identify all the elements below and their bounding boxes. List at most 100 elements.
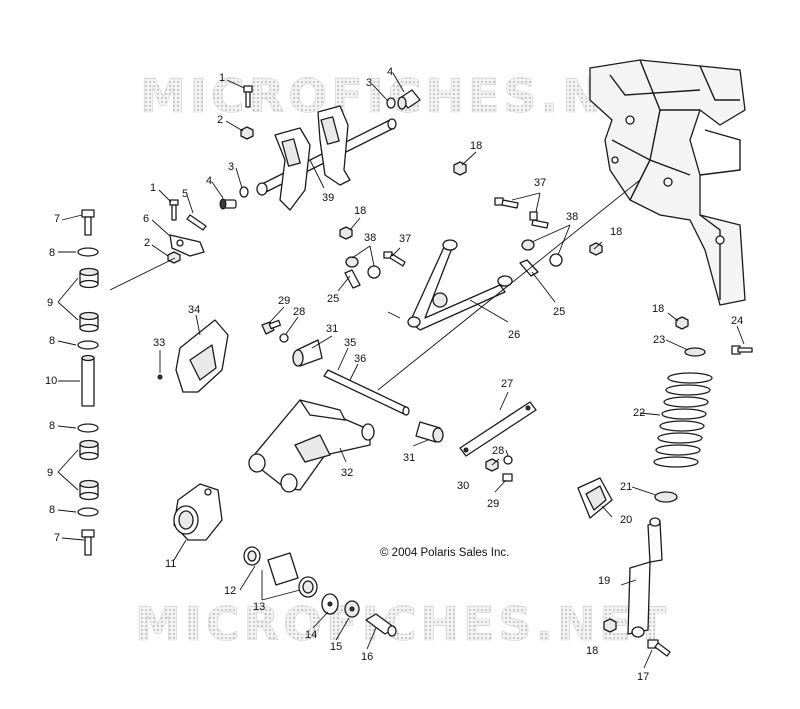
sleeve-10 (81, 354, 95, 407)
nut-18-right (589, 242, 603, 256)
watermark-bottom: MICROFICHES.NET (135, 597, 670, 651)
callout-9-top: 9 (47, 297, 53, 309)
callout-32: 32 (341, 467, 353, 479)
pin-25-right (519, 259, 539, 277)
callout-25-right: 25 (553, 306, 565, 318)
bolt-37-left (383, 251, 406, 267)
washer-14 (321, 593, 339, 615)
callout-28-right: 28 (492, 445, 504, 457)
nut-2-left (167, 251, 181, 264)
shock-absorber-19 (627, 517, 663, 638)
callout-37-right: 37 (534, 177, 546, 189)
nut-18-top (453, 161, 467, 176)
guard-34 (175, 319, 229, 393)
seal-13-left (243, 546, 261, 566)
callout-18-bottom: 18 (586, 645, 598, 657)
bearing-carrier-11 (173, 483, 223, 541)
seal-13-right (298, 576, 318, 598)
callout-30: 30 (457, 480, 469, 492)
screw-33 (157, 374, 163, 380)
callout-29-right: 29 (487, 498, 499, 510)
pin-25-left (344, 269, 361, 289)
bolt-37-right-a (494, 197, 519, 209)
shaft-35 (323, 369, 410, 416)
callout-39: 39 (322, 192, 334, 204)
bolt-24 (731, 345, 753, 355)
callout-8-b: 8 (49, 335, 55, 347)
callout-17: 17 (637, 671, 649, 683)
bushing-4-top (397, 89, 421, 110)
retainer-23 (684, 347, 706, 357)
callout-21: 21 (620, 481, 632, 493)
callout-3-top: 3 (366, 77, 372, 89)
callout-29-left: 29 (278, 295, 290, 307)
pivot-bracket-assembly (256, 105, 397, 211)
callout-28-left: 28 (293, 306, 305, 318)
callout-18-right: 18 (610, 226, 622, 238)
callout-31-lower: 31 (403, 452, 415, 464)
callout-numbers: 1 1 2 2 3 3 4 4 5 6 7 7 8 8 8 8 9 9 10 1… (45, 66, 743, 683)
bolt-1-top (243, 85, 253, 108)
bolt-7-bottom (81, 529, 95, 556)
callout-34: 34 (188, 304, 200, 316)
nut-18-shock (675, 316, 689, 330)
callout-8-c: 8 (49, 420, 55, 432)
washer-8-c (77, 423, 99, 433)
washer-28-left (279, 333, 289, 343)
spring-22 (653, 372, 713, 468)
callout-7-top: 7 (54, 213, 60, 225)
callout-4-top: 4 (387, 66, 393, 78)
washer-8-d (77, 507, 99, 517)
a-arm-26 (407, 239, 513, 331)
bushing-9-low (79, 479, 99, 501)
callout-18-top: 18 (470, 140, 482, 152)
callout-33: 33 (153, 337, 165, 349)
washer-3-left (239, 186, 249, 198)
callout-4-left: 4 (206, 175, 212, 187)
callout-2-left: 2 (144, 237, 150, 249)
bolt-17 (647, 639, 671, 657)
bolt-37-right-b (529, 211, 549, 229)
callout-1-top: 1 (219, 72, 225, 84)
callout-25-left: 25 (327, 293, 339, 305)
callout-3-left: 3 (228, 161, 234, 173)
leader-stack-to-bracket (109, 257, 176, 291)
callout-7-bottom: 7 (54, 532, 60, 544)
callout-18-left: 18 (354, 205, 366, 217)
boot-20 (577, 477, 613, 519)
washer-8-b (77, 340, 99, 350)
washer-3-top (386, 97, 396, 109)
callout-16: 16 (361, 651, 373, 663)
nut-18-left (339, 226, 353, 240)
bushing-31-upper (292, 339, 323, 367)
bushing-9-top (79, 267, 99, 289)
copyright-notice: © 2004 Polaris Sales Inc. (380, 547, 509, 559)
callout-2-top: 2 (217, 114, 223, 126)
callout-6: 6 (143, 213, 149, 225)
callout-26: 26 (508, 329, 520, 341)
axle-bolt-16 (365, 613, 397, 637)
callout-38-right: 38 (566, 211, 578, 223)
callout-8-a: 8 (49, 247, 55, 259)
washer-15 (344, 600, 360, 618)
bolt-7-top (81, 209, 95, 236)
bushing-38-right (521, 239, 563, 267)
bushing-9-mid (79, 439, 99, 461)
callout-1-left: 1 (150, 182, 156, 194)
leader-lines (57, 72, 745, 669)
callout-9-bottom: 9 (47, 467, 53, 479)
callout-36: 36 (354, 353, 366, 365)
callout-14: 14 (305, 629, 317, 641)
pin-5 (186, 214, 207, 231)
callout-8-d: 8 (49, 504, 55, 516)
callout-38-left: 38 (364, 232, 376, 244)
nut-18-bottom (603, 618, 617, 633)
callout-23: 23 (653, 334, 665, 346)
bolt-29-right (502, 473, 513, 482)
callout-5: 5 (182, 188, 188, 200)
spring-seat-21 (654, 491, 678, 503)
bolt-4-left (219, 198, 237, 210)
swingarm-32 (248, 399, 375, 493)
